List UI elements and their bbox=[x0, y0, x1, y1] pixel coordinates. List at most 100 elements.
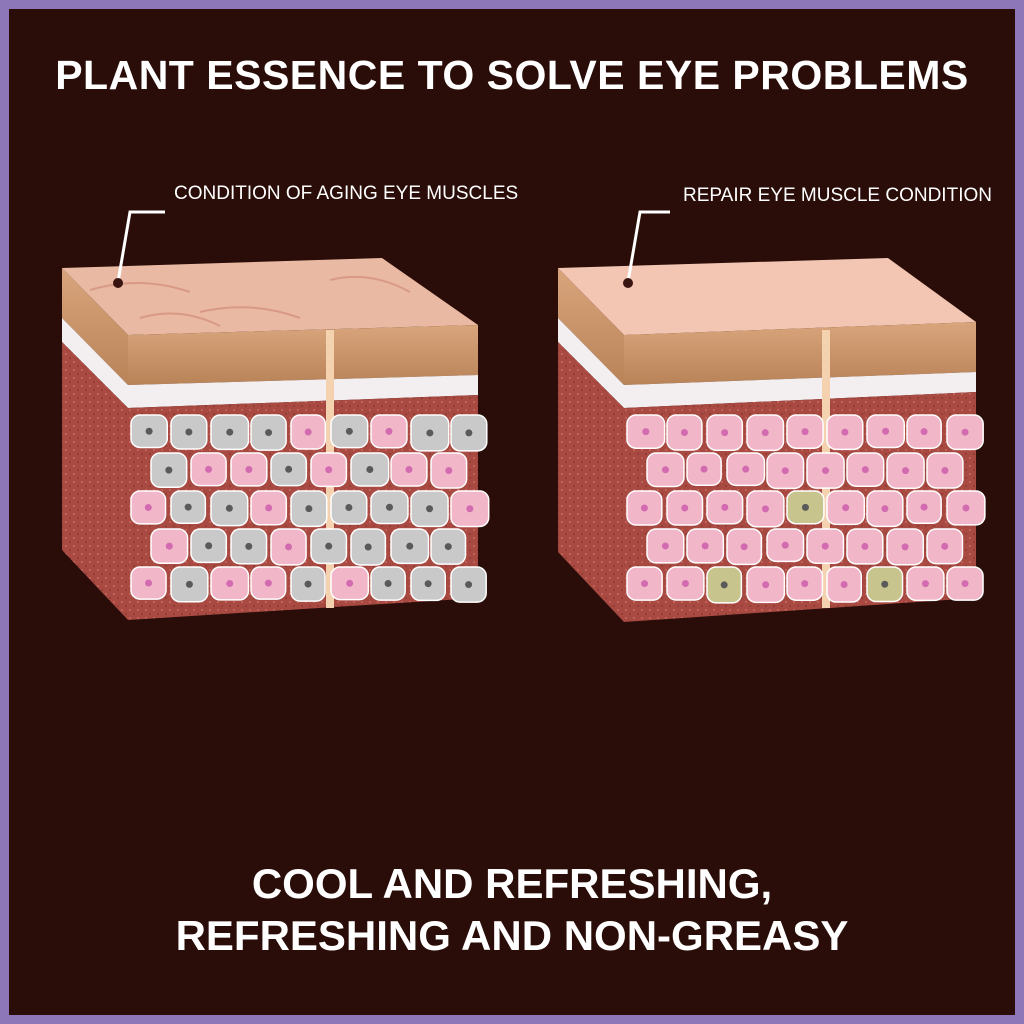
repaired-caption: REPAIR EYE MUSCLE CONDITION bbox=[683, 185, 992, 206]
cell-nucleus bbox=[304, 428, 312, 436]
cell-nucleus bbox=[466, 505, 474, 513]
repaired-skin-block bbox=[558, 210, 986, 622]
cell-nucleus bbox=[762, 581, 770, 589]
cell-nucleus bbox=[465, 429, 473, 437]
cell-nucleus bbox=[325, 466, 333, 474]
cell-nucleus bbox=[285, 543, 293, 551]
cell-nucleus bbox=[821, 542, 829, 550]
cell-nucleus bbox=[721, 503, 729, 511]
cell-nucleus bbox=[921, 580, 929, 588]
cell-nucleus bbox=[740, 543, 748, 551]
cell-nucleus bbox=[962, 504, 970, 512]
cell-nucleus bbox=[426, 429, 434, 437]
cell-nucleus bbox=[902, 467, 910, 475]
cell-nucleus bbox=[265, 429, 273, 437]
cell-nucleus bbox=[345, 427, 353, 435]
cell-nucleus bbox=[445, 467, 453, 475]
page-title: PLANT ESSENCE TO SOLVE EYE PROBLEMS bbox=[55, 52, 969, 98]
cell-nucleus bbox=[742, 465, 750, 473]
cell-nucleus bbox=[364, 543, 372, 551]
cell-nucleus bbox=[185, 428, 193, 436]
cell-nucleus bbox=[801, 503, 809, 511]
cell-nucleus bbox=[245, 465, 253, 473]
cell-nucleus bbox=[405, 465, 413, 473]
cell-nucleus bbox=[961, 580, 969, 588]
cell-nucleus bbox=[761, 429, 769, 437]
cell-nucleus bbox=[304, 580, 312, 588]
cell-nucleus bbox=[145, 579, 153, 587]
footer-line-2: REFRESHING AND NON-GREASY bbox=[175, 912, 849, 959]
aging-skin-surface bbox=[62, 258, 478, 335]
repaired-pointer-dot bbox=[623, 278, 633, 288]
cell-nucleus bbox=[840, 581, 848, 589]
cell-nucleus bbox=[345, 504, 353, 512]
cell-nucleus bbox=[366, 465, 374, 473]
cell-nucleus bbox=[205, 465, 213, 473]
cell-nucleus bbox=[920, 428, 928, 436]
cell-nucleus bbox=[961, 428, 969, 436]
cell-nucleus bbox=[426, 505, 434, 513]
cell-nucleus bbox=[225, 504, 233, 512]
cell-nucleus bbox=[841, 428, 849, 436]
cell-nucleus bbox=[680, 429, 688, 437]
cell-nucleus bbox=[385, 427, 393, 435]
cell-nucleus bbox=[226, 579, 234, 587]
cell-nucleus bbox=[881, 505, 889, 513]
cell-nucleus bbox=[265, 504, 273, 512]
cell-nucleus bbox=[245, 542, 253, 550]
cell-nucleus bbox=[264, 579, 272, 587]
cell-nucleus bbox=[205, 542, 213, 550]
aging-pointer-dot bbox=[113, 278, 123, 288]
cell-nucleus bbox=[920, 503, 928, 511]
cell-nucleus bbox=[681, 504, 689, 512]
repaired-pointer-line bbox=[626, 210, 670, 283]
cell-nucleus bbox=[882, 427, 890, 435]
cell-nucleus bbox=[661, 466, 669, 474]
cell-nucleus bbox=[701, 542, 709, 550]
cell-nucleus bbox=[801, 428, 809, 436]
cell-nucleus bbox=[465, 581, 473, 589]
cell-nucleus bbox=[941, 466, 949, 474]
cell-nucleus bbox=[720, 581, 728, 589]
cell-nucleus bbox=[641, 580, 649, 588]
aging-skin-block bbox=[62, 210, 490, 620]
cell-nucleus bbox=[406, 542, 414, 550]
cell-nucleus bbox=[285, 465, 293, 473]
cell-nucleus bbox=[384, 580, 392, 588]
cell-nucleus bbox=[842, 504, 850, 512]
cell-nucleus bbox=[144, 503, 152, 511]
cell-nucleus bbox=[184, 503, 192, 511]
cell-nucleus bbox=[881, 580, 889, 588]
footer-line-1: COOL AND REFRESHING, bbox=[251, 860, 773, 907]
cell-nucleus bbox=[700, 465, 708, 473]
cell-nucleus bbox=[165, 542, 173, 550]
cell-nucleus bbox=[185, 580, 193, 588]
aging-cells bbox=[130, 414, 490, 603]
cell-nucleus bbox=[781, 467, 789, 475]
cell-nucleus bbox=[642, 428, 650, 436]
footer-slogan: COOL AND REFRESHING, REFRESHING AND NON-… bbox=[0, 858, 1024, 962]
cell-nucleus bbox=[861, 542, 869, 550]
repaired-skin-surface bbox=[558, 258, 976, 335]
cell-nucleus bbox=[901, 543, 909, 551]
cell-nucleus bbox=[346, 579, 354, 587]
cell-nucleus bbox=[385, 503, 393, 511]
cell-nucleus bbox=[226, 428, 234, 436]
cell-nucleus bbox=[721, 429, 729, 437]
aging-caption: CONDITION OF AGING EYE MUSCLES bbox=[174, 183, 519, 204]
aging-pointer-line bbox=[116, 210, 165, 283]
cell-nucleus bbox=[801, 580, 809, 588]
cell-nucleus bbox=[145, 427, 153, 435]
cell-nucleus bbox=[781, 541, 789, 549]
cell-nucleus bbox=[424, 580, 432, 588]
repaired-cells bbox=[626, 414, 986, 604]
cell-nucleus bbox=[681, 580, 689, 588]
cell-nucleus bbox=[165, 466, 173, 474]
cell-nucleus bbox=[761, 505, 769, 513]
cell-nucleus bbox=[640, 504, 648, 512]
cell-nucleus bbox=[325, 542, 333, 550]
cell-nucleus bbox=[444, 543, 452, 551]
cell-nucleus bbox=[941, 542, 949, 550]
cell-nucleus bbox=[661, 542, 669, 550]
